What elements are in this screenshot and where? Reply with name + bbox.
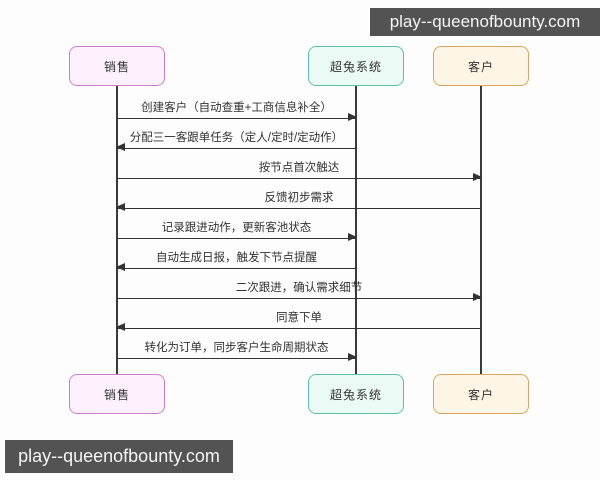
message-second-followup: 二次跟进，确认需求细节 [117,281,482,301]
watermark-bottom-text: play--queenofbounty.com [18,446,220,466]
arrow-left-icon [116,143,356,151]
message-label: 二次跟进，确认需求细节 [235,282,363,294]
actor-box-customer-top: 客户 [433,46,529,86]
message-daily-report: 自动生成日报，触发下节点提醒 [116,251,356,271]
message-label: 自动生成日报，触发下节点提醒 [156,252,317,264]
message-label: 转化为订单，同步客户生命周期状态 [144,342,329,354]
watermark-top: play--queenofbounty.com [370,8,600,36]
message-label: 同意下单 [276,312,322,324]
lifeline-customer [480,86,482,374]
message-create-customer: 创建客户（自动查重+工商信息补全） [117,101,357,121]
actor-box-customer-bottom: 客户 [433,374,529,414]
actor-label-customer-top: 客户 [467,59,494,74]
message-label: 按节点首次触达 [258,162,340,174]
arrow-left-icon [116,323,481,331]
actor-label-system-top: 超兔系统 [329,59,382,74]
message-label: 分配三一客跟单任务（定人/定时/定动作） [129,132,344,144]
arrow-right-icon [117,233,357,241]
arrow-right-icon [117,293,482,301]
lifeline-sales [116,86,118,374]
message-label: 反馈初步需求 [264,192,334,204]
message-record-followup: 记录跟进动作，更新客池状态 [117,221,357,241]
arrow-right-icon [117,113,357,121]
message-assign-tasks: 分配三一客跟单任务（定人/定时/定动作） [116,131,356,151]
message-label: 创建客户（自动查重+工商信息补全） [141,102,332,114]
message-first-contact: 按节点首次触达 [117,161,482,181]
watermark-bottom: play--queenofbounty.com [5,440,233,473]
actor-label-sales-top: 销售 [103,59,130,74]
actor-box-sales-bottom: 销售 [69,374,165,414]
lifeline-system [355,86,357,374]
message-feedback-needs: 反馈初步需求 [116,191,481,211]
actor-label-customer-bottom: 客户 [467,387,494,402]
actor-box-sales-top: 销售 [69,46,165,86]
actor-box-system-bottom: 超兔系统 [308,374,404,414]
arrow-right-icon [117,353,357,361]
actor-box-system-top: 超兔系统 [308,46,404,86]
actor-label-sales-bottom: 销售 [103,387,130,402]
arrow-left-icon [116,263,356,271]
actor-label-system-bottom: 超兔系统 [329,387,382,402]
arrow-right-icon [117,173,482,181]
arrow-left-icon [116,203,481,211]
message-convert-order: 转化为订单，同步客户生命周期状态 [117,341,357,361]
message-label: 记录跟进动作，更新客池状态 [161,222,312,234]
message-agree-order: 同意下单 [116,311,481,331]
watermark-top-text: play--queenofbounty.com [389,12,581,31]
